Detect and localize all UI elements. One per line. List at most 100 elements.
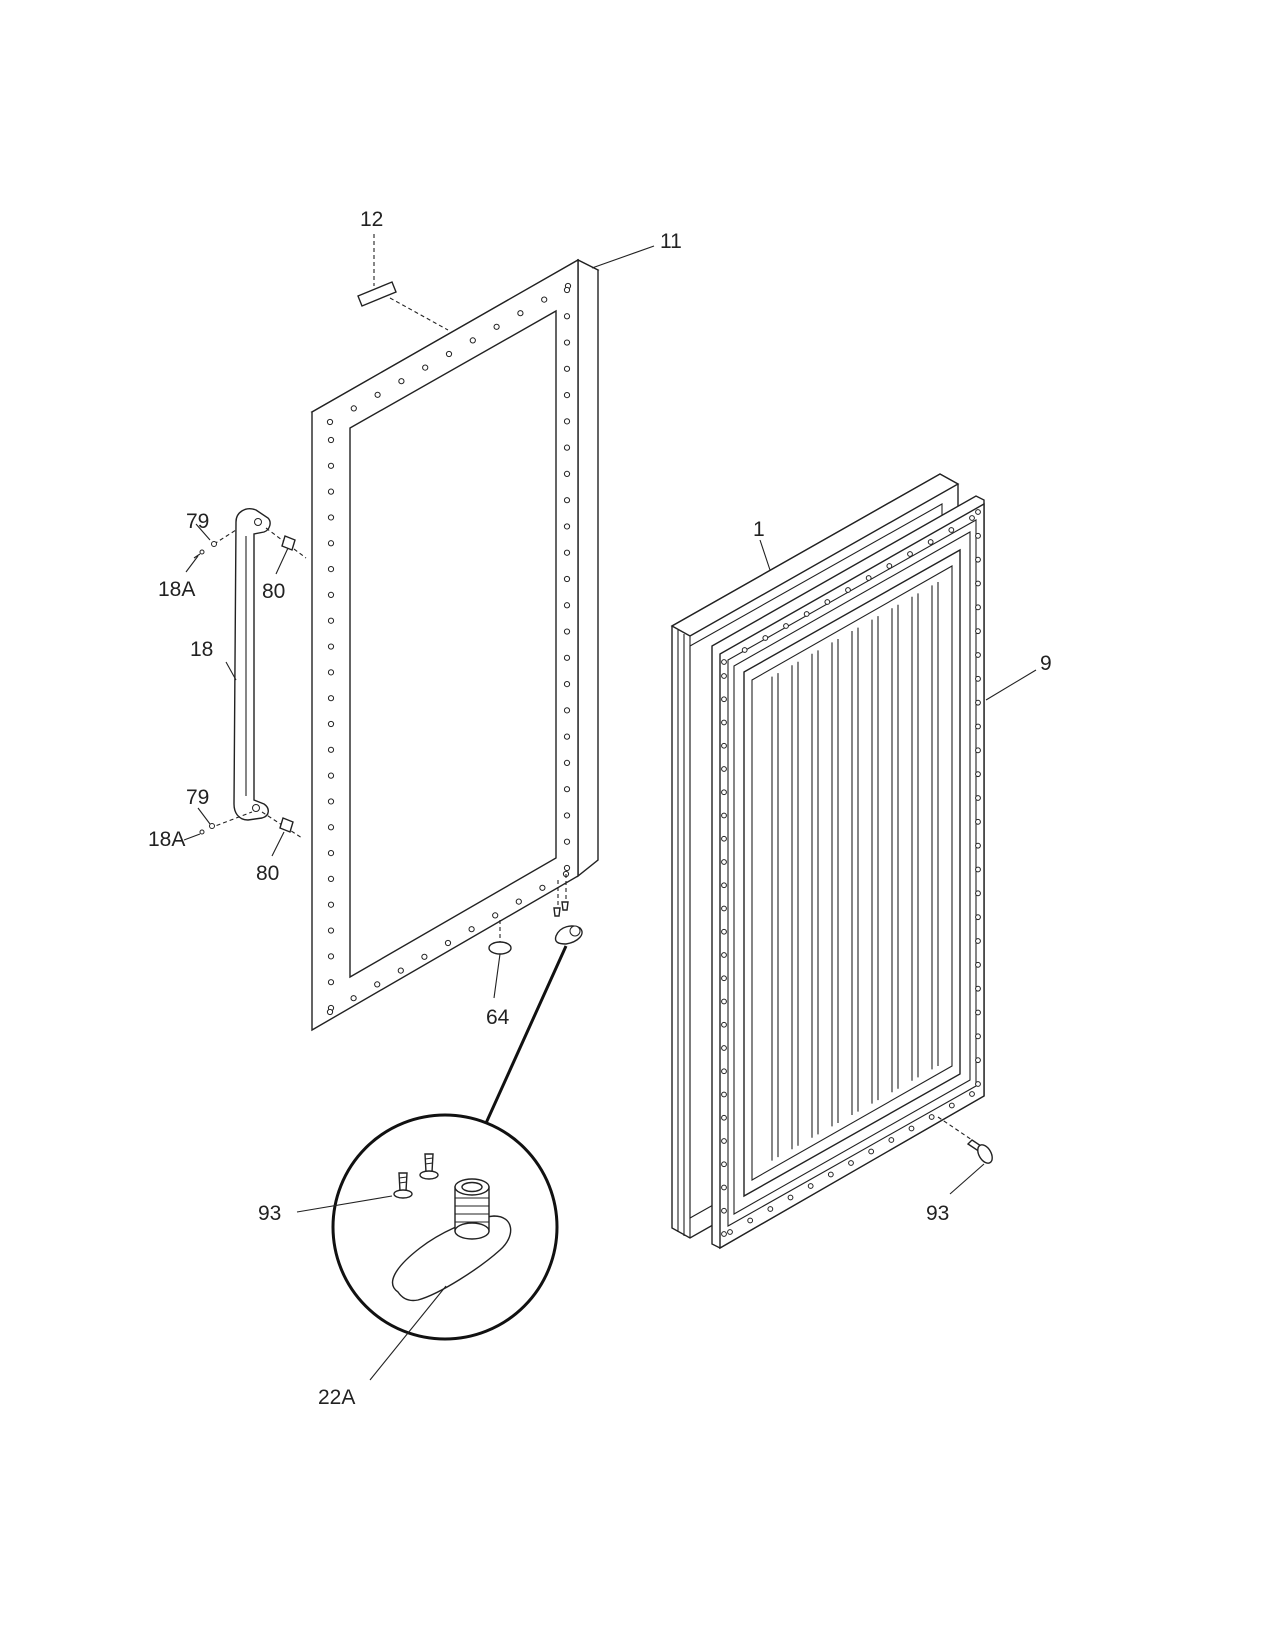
screw-hole: [975, 556, 981, 563]
screw-hole: [721, 766, 727, 772]
screw-hole: [350, 995, 357, 1002]
screw-hole: [721, 998, 727, 1005]
upper-fasteners: [193, 527, 307, 559]
screw-hole: [327, 953, 335, 960]
screw-hole: [327, 591, 335, 599]
screw-hole: [327, 488, 335, 495]
screw-hole: [326, 1008, 334, 1016]
screw-hole: [975, 675, 981, 682]
screw-hole: [721, 696, 727, 703]
liner-ribs: [771, 581, 939, 1161]
gasket-clip: [488, 920, 512, 999]
screw-hole: [327, 927, 335, 934]
screw-hole: [422, 364, 429, 371]
screw-hole: [721, 1091, 727, 1098]
screw-hole: [741, 647, 748, 653]
label-80-lower: 80: [256, 862, 279, 885]
screw-hole: [563, 812, 571, 819]
screw-hole: [721, 742, 727, 749]
screw-hole: [541, 296, 548, 303]
label-64: 64: [486, 1006, 510, 1029]
screw-hole: [721, 1045, 727, 1051]
screw-hole: [721, 859, 727, 865]
screw-hole: [563, 313, 571, 320]
screw-hole: [975, 628, 981, 635]
screw-hole: [721, 812, 727, 819]
screw-hole: [398, 378, 405, 385]
screw-hole: [327, 772, 335, 779]
detail-magnifier: [331, 1113, 559, 1341]
label-9: 9: [1040, 652, 1052, 675]
screw-hole: [727, 1229, 733, 1235]
door-panel: [310, 258, 600, 1032]
screw-hole: [721, 1021, 727, 1028]
screw-hole: [803, 611, 810, 617]
screw-hole: [327, 565, 335, 573]
screw-hole: [827, 1171, 834, 1178]
screw-hole: [397, 967, 404, 974]
screw-hole: [845, 587, 851, 593]
screw-hole: [492, 912, 499, 919]
screw-hole: [374, 391, 381, 398]
screw-hole: [327, 436, 335, 444]
screw-hole: [563, 602, 571, 609]
label-22A: 22A: [318, 1386, 355, 1409]
hinge-bracket-small: [553, 874, 583, 945]
screw-hole: [350, 405, 357, 412]
screw-hole: [327, 462, 335, 469]
screw-hole: [327, 875, 335, 883]
screw-hole: [563, 838, 571, 845]
screw-hole: [327, 617, 335, 624]
screw-hole: [948, 1102, 955, 1109]
screw-hole: [721, 789, 727, 796]
lower-fasteners: [199, 811, 303, 839]
screw-hole: [721, 1138, 727, 1144]
screw-hole: [445, 350, 453, 358]
label-18A-upper: 18A: [158, 578, 195, 601]
label-79-lower: 79: [186, 786, 209, 809]
screw-hole: [927, 539, 934, 545]
screw-hole: [721, 1114, 727, 1121]
screw-hole: [848, 1160, 854, 1166]
screw-hole: [563, 391, 571, 399]
screw-hole: [928, 1114, 935, 1120]
screw-hole: [975, 699, 981, 706]
liner-screw-holes: [721, 509, 981, 1237]
screw-hole: [975, 1081, 981, 1087]
screw-hole: [327, 824, 335, 831]
screw-hole: [721, 1161, 727, 1168]
screw-hole: [563, 497, 571, 504]
screw-hole: [563, 444, 571, 451]
liner-screw: [937, 1116, 993, 1195]
label-80-upper: 80: [262, 580, 285, 603]
screw-hole: [865, 575, 872, 581]
screw-hole: [975, 842, 981, 849]
screw-hole: [539, 884, 546, 891]
screw-hole: [975, 1057, 981, 1064]
screw-hole: [563, 523, 571, 530]
screw-hole: [327, 798, 335, 805]
screw-hole: [975, 604, 981, 611]
screw-hole: [327, 514, 335, 521]
screw-hole: [868, 1148, 875, 1155]
door-handle: [233, 508, 271, 821]
screw-hole: [327, 720, 335, 728]
screw-hole: [721, 1231, 727, 1237]
label-93-detail: 93: [258, 1202, 281, 1225]
screw-hole: [327, 643, 335, 650]
screw-hole: [824, 599, 831, 605]
door-screw-holes: [326, 282, 572, 1016]
screw-hole: [327, 695, 335, 702]
screw-hole: [327, 901, 335, 908]
screw-hole: [563, 680, 571, 688]
screw-hole: [721, 1207, 727, 1214]
plate-part: [357, 234, 449, 331]
screw-hole: [327, 979, 335, 986]
screw-hole: [721, 882, 727, 889]
screw-hole: [563, 786, 571, 793]
screw-hole: [517, 310, 524, 317]
screw-hole: [444, 939, 452, 947]
screw-hole: [975, 818, 981, 825]
screw-hole: [975, 938, 981, 944]
